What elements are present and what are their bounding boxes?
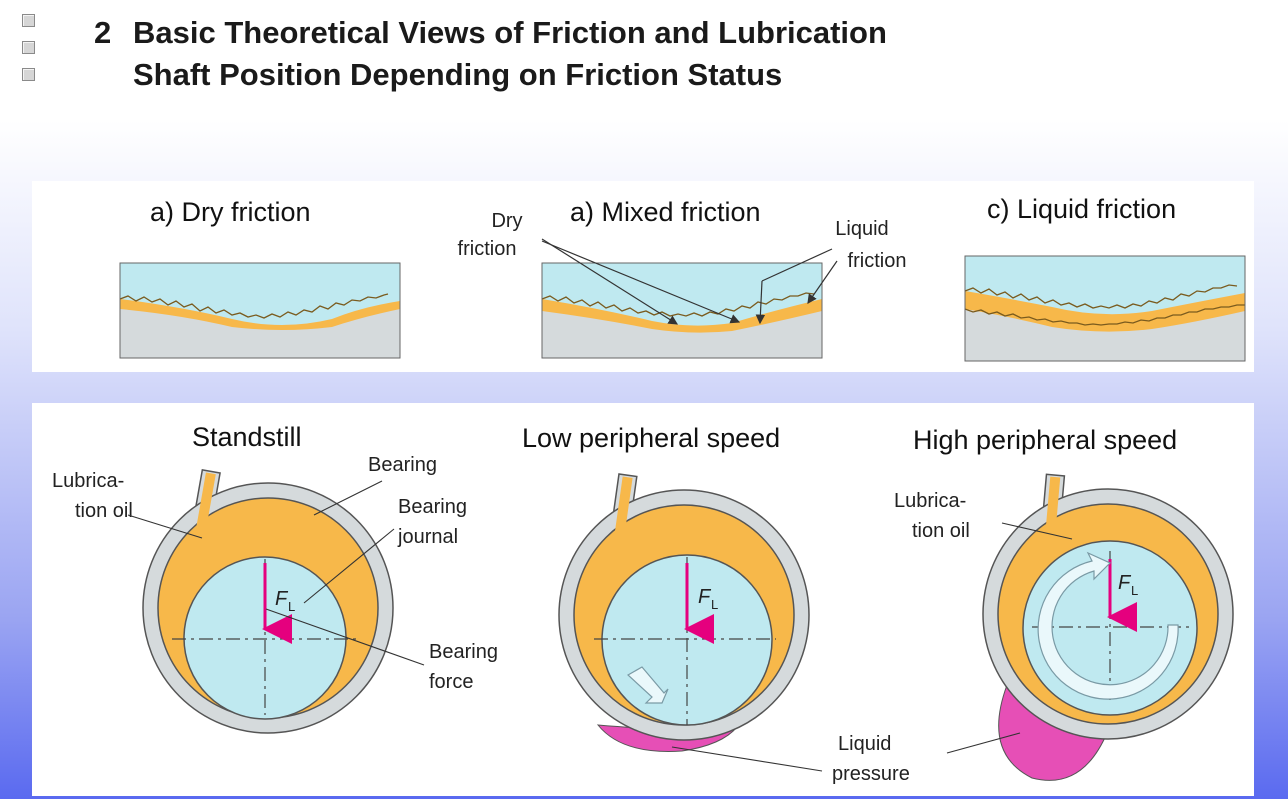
bearing-label: Bearing [368, 454, 437, 476]
friction-states-panel: a) Dry friction a) Mixed friction Dry fr… [32, 181, 1254, 372]
annotation-dry-label-2: friction [458, 238, 517, 260]
slide-title-block: 2 Basic Theoretical Views of Friction and… [94, 12, 887, 96]
bearing-force-label-1: Bearing [429, 641, 498, 663]
force-subscript-2: L [711, 597, 718, 612]
force-symbol-1: F [275, 588, 289, 610]
bullet-list [22, 14, 35, 95]
annotation-dry-label-1: Dry [491, 210, 522, 232]
lubrication-oil-label-1a: Lubrica- [52, 470, 124, 492]
bullet-square-3 [22, 68, 35, 81]
lubrication-oil-label-1b: tion oil [75, 500, 133, 522]
bearing-high-speed [982, 473, 1234, 781]
lubrication-oil-label-3b: tion oil [912, 520, 970, 542]
journal-label-2: journal [397, 526, 458, 548]
high-speed-heading: High peripheral speed [913, 425, 1177, 455]
dry-friction-heading: a) Dry friction [150, 197, 311, 227]
pressure-leader-lines [671, 732, 1021, 772]
dry-friction-sample [119, 262, 401, 359]
bearing-standstill [142, 469, 394, 734]
force-subscript-1: L [288, 599, 295, 614]
slide-number: 2 [94, 15, 112, 50]
liquid-friction-heading: c) Liquid friction [987, 194, 1176, 224]
bearing-states-panel: Standstill Low peripheral speed High per… [32, 403, 1254, 796]
annotation-liquid-label-1: Liquid [835, 218, 888, 240]
standstill-heading: Standstill [192, 422, 302, 452]
force-symbol-3: F [1118, 572, 1132, 594]
slide-subtitle: Shaft Position Depending on Friction Sta… [133, 57, 783, 92]
liquid-pressure-label-2: pressure [832, 763, 910, 785]
annotation-leader-lines [541, 238, 838, 325]
force-symbol-2: F [698, 586, 712, 608]
annotation-liquid-label-2: friction [848, 250, 907, 272]
slide-title: Basic Theoretical Views of Friction and … [133, 15, 887, 50]
rotation-arrow-icon [1037, 551, 1179, 700]
rotation-arrow-icon [626, 666, 669, 704]
friction-states-diagram: a) Dry friction a) Mixed friction Dry fr… [119, 194, 1246, 362]
standstill-leader-lines [127, 480, 425, 666]
journal-label-1: Bearing [398, 496, 467, 518]
bullet-square-2 [22, 41, 35, 54]
bearing-force-label-2: force [429, 671, 473, 693]
liquid-pressure-label-1: Liquid [838, 733, 891, 755]
low-speed-heading: Low peripheral speed [522, 423, 780, 453]
mixed-friction-sample [541, 262, 823, 359]
liquid-friction-sample [964, 255, 1246, 362]
bearing-low-speed [558, 473, 810, 752]
high-speed-oil-leader [1001, 522, 1073, 540]
mixed-friction-heading: a) Mixed friction [570, 197, 761, 227]
force-subscript-3: L [1131, 583, 1138, 598]
bullet-square-1 [22, 14, 35, 27]
bearing-states-diagram: Standstill Low peripheral speed High per… [52, 422, 1234, 785]
lubrication-oil-label-3a: Lubrica- [894, 490, 966, 512]
